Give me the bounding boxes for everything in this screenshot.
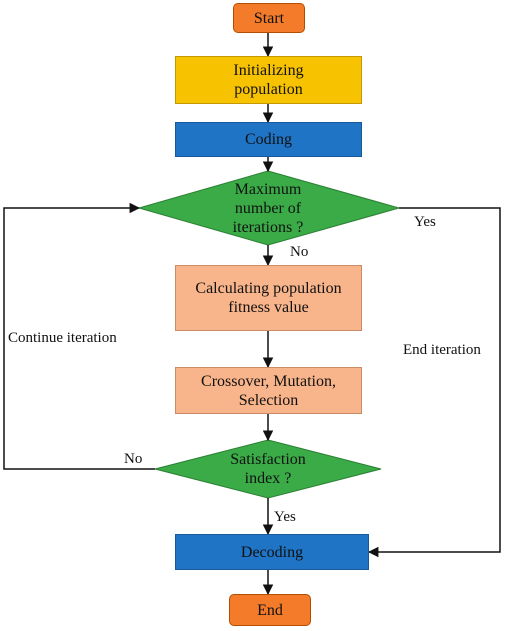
- fitness-node: Calculating population fitness value: [175, 265, 362, 331]
- end-node: End: [229, 594, 311, 626]
- max-iterations-label: Maximum number of iterations ?: [232, 181, 304, 236]
- max-no-label: No: [290, 244, 309, 260]
- initializing-population-label: Initializing population: [233, 62, 304, 98]
- crossover-label: Crossover, Mutation, Selection: [201, 372, 336, 409]
- edge-continue-iteration-loop: [3, 202, 155, 470]
- continue-iteration-label: Continue iteration: [8, 330, 117, 346]
- fitness-label: Calculating population fitness value: [195, 280, 342, 316]
- decoding-label: Decoding: [240, 543, 304, 561]
- initializing-population-node: Initializing population: [175, 56, 362, 104]
- sat-yes-label: Yes: [274, 509, 296, 525]
- max-yes-label: Yes: [414, 214, 436, 230]
- coding-node: Coding: [175, 122, 362, 157]
- start-label: Start: [253, 9, 285, 27]
- edge-end-iteration-path: [367, 207, 501, 558]
- end-label: End: [257, 601, 283, 619]
- decoding-node: Decoding: [175, 534, 369, 570]
- start-node: Start: [233, 3, 305, 33]
- satisfaction-label: Satisfaction index ?: [230, 451, 306, 487]
- coding-label: Coding: [244, 131, 293, 148]
- end-iteration-label: End iteration: [403, 342, 481, 358]
- crossover-node: Crossover, Mutation, Selection: [175, 367, 362, 414]
- sat-no-label: No: [124, 451, 143, 467]
